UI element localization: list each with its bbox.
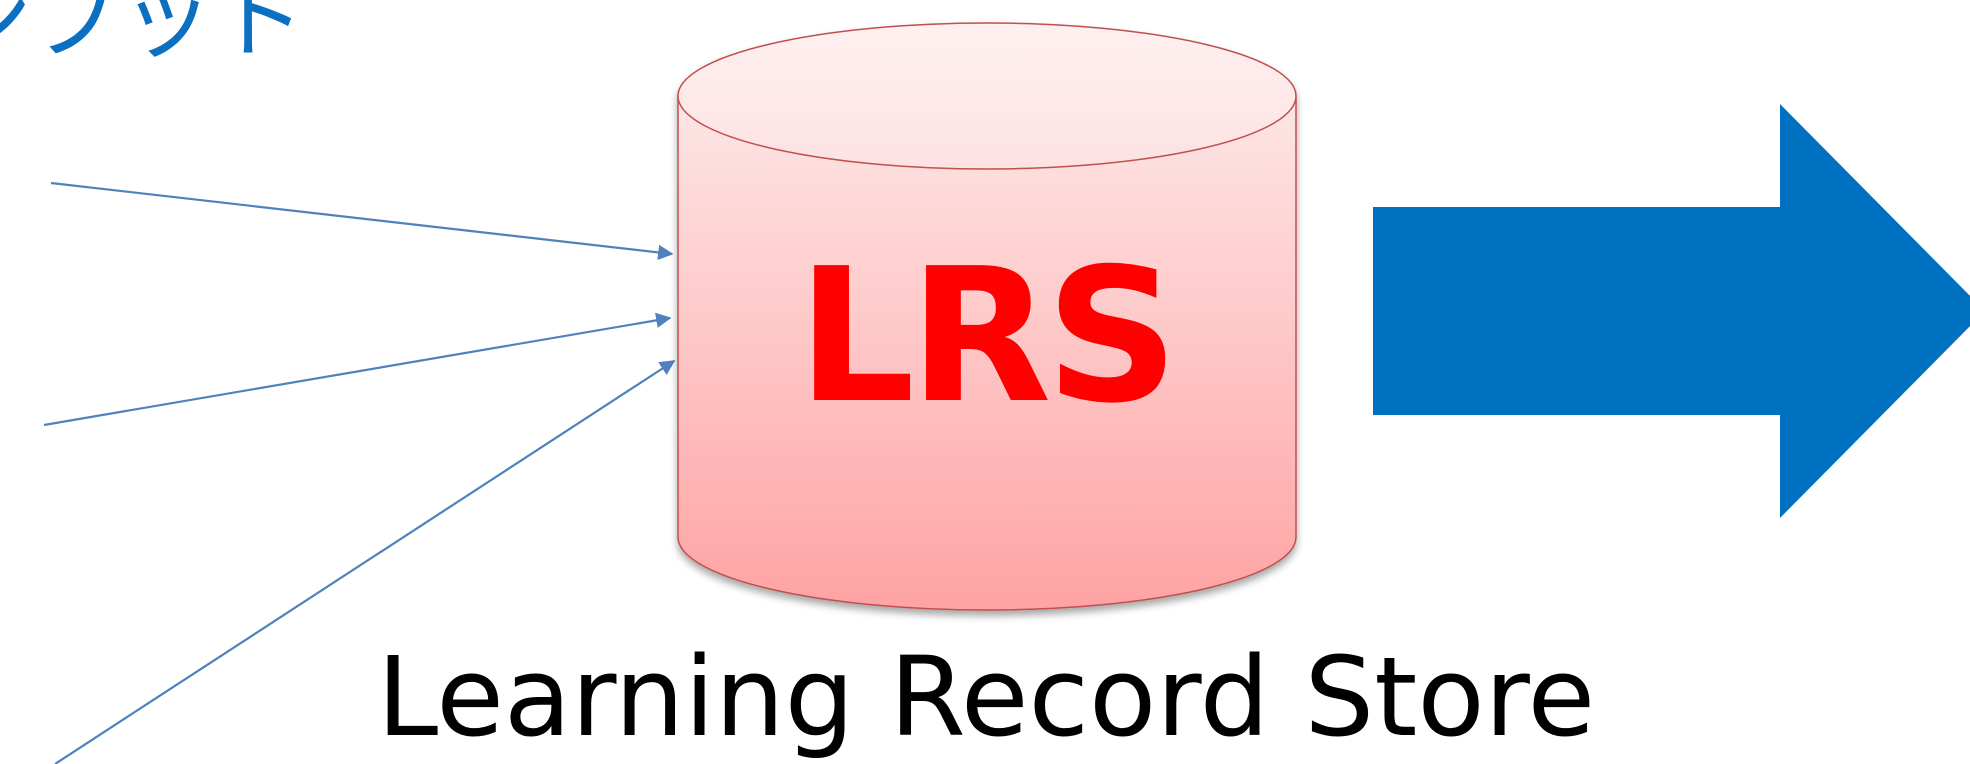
database-cylinder: [677, 22, 1297, 611]
connector-arrow-2: [43, 312, 672, 427]
database-label: LRS: [797, 228, 1173, 444]
partial-heading-text: ンプット: [0, 0, 305, 72]
database-caption: Learning Record Store: [377, 633, 1595, 761]
cylinder-body: [677, 95, 1297, 611]
arrow-right-icon: [1373, 104, 1970, 518]
connector-arrow-3: [54, 360, 676, 764]
cylinder-top: [677, 22, 1297, 170]
connector-arrow-1: [50, 181, 674, 261]
input-connectors: [43, 181, 676, 764]
